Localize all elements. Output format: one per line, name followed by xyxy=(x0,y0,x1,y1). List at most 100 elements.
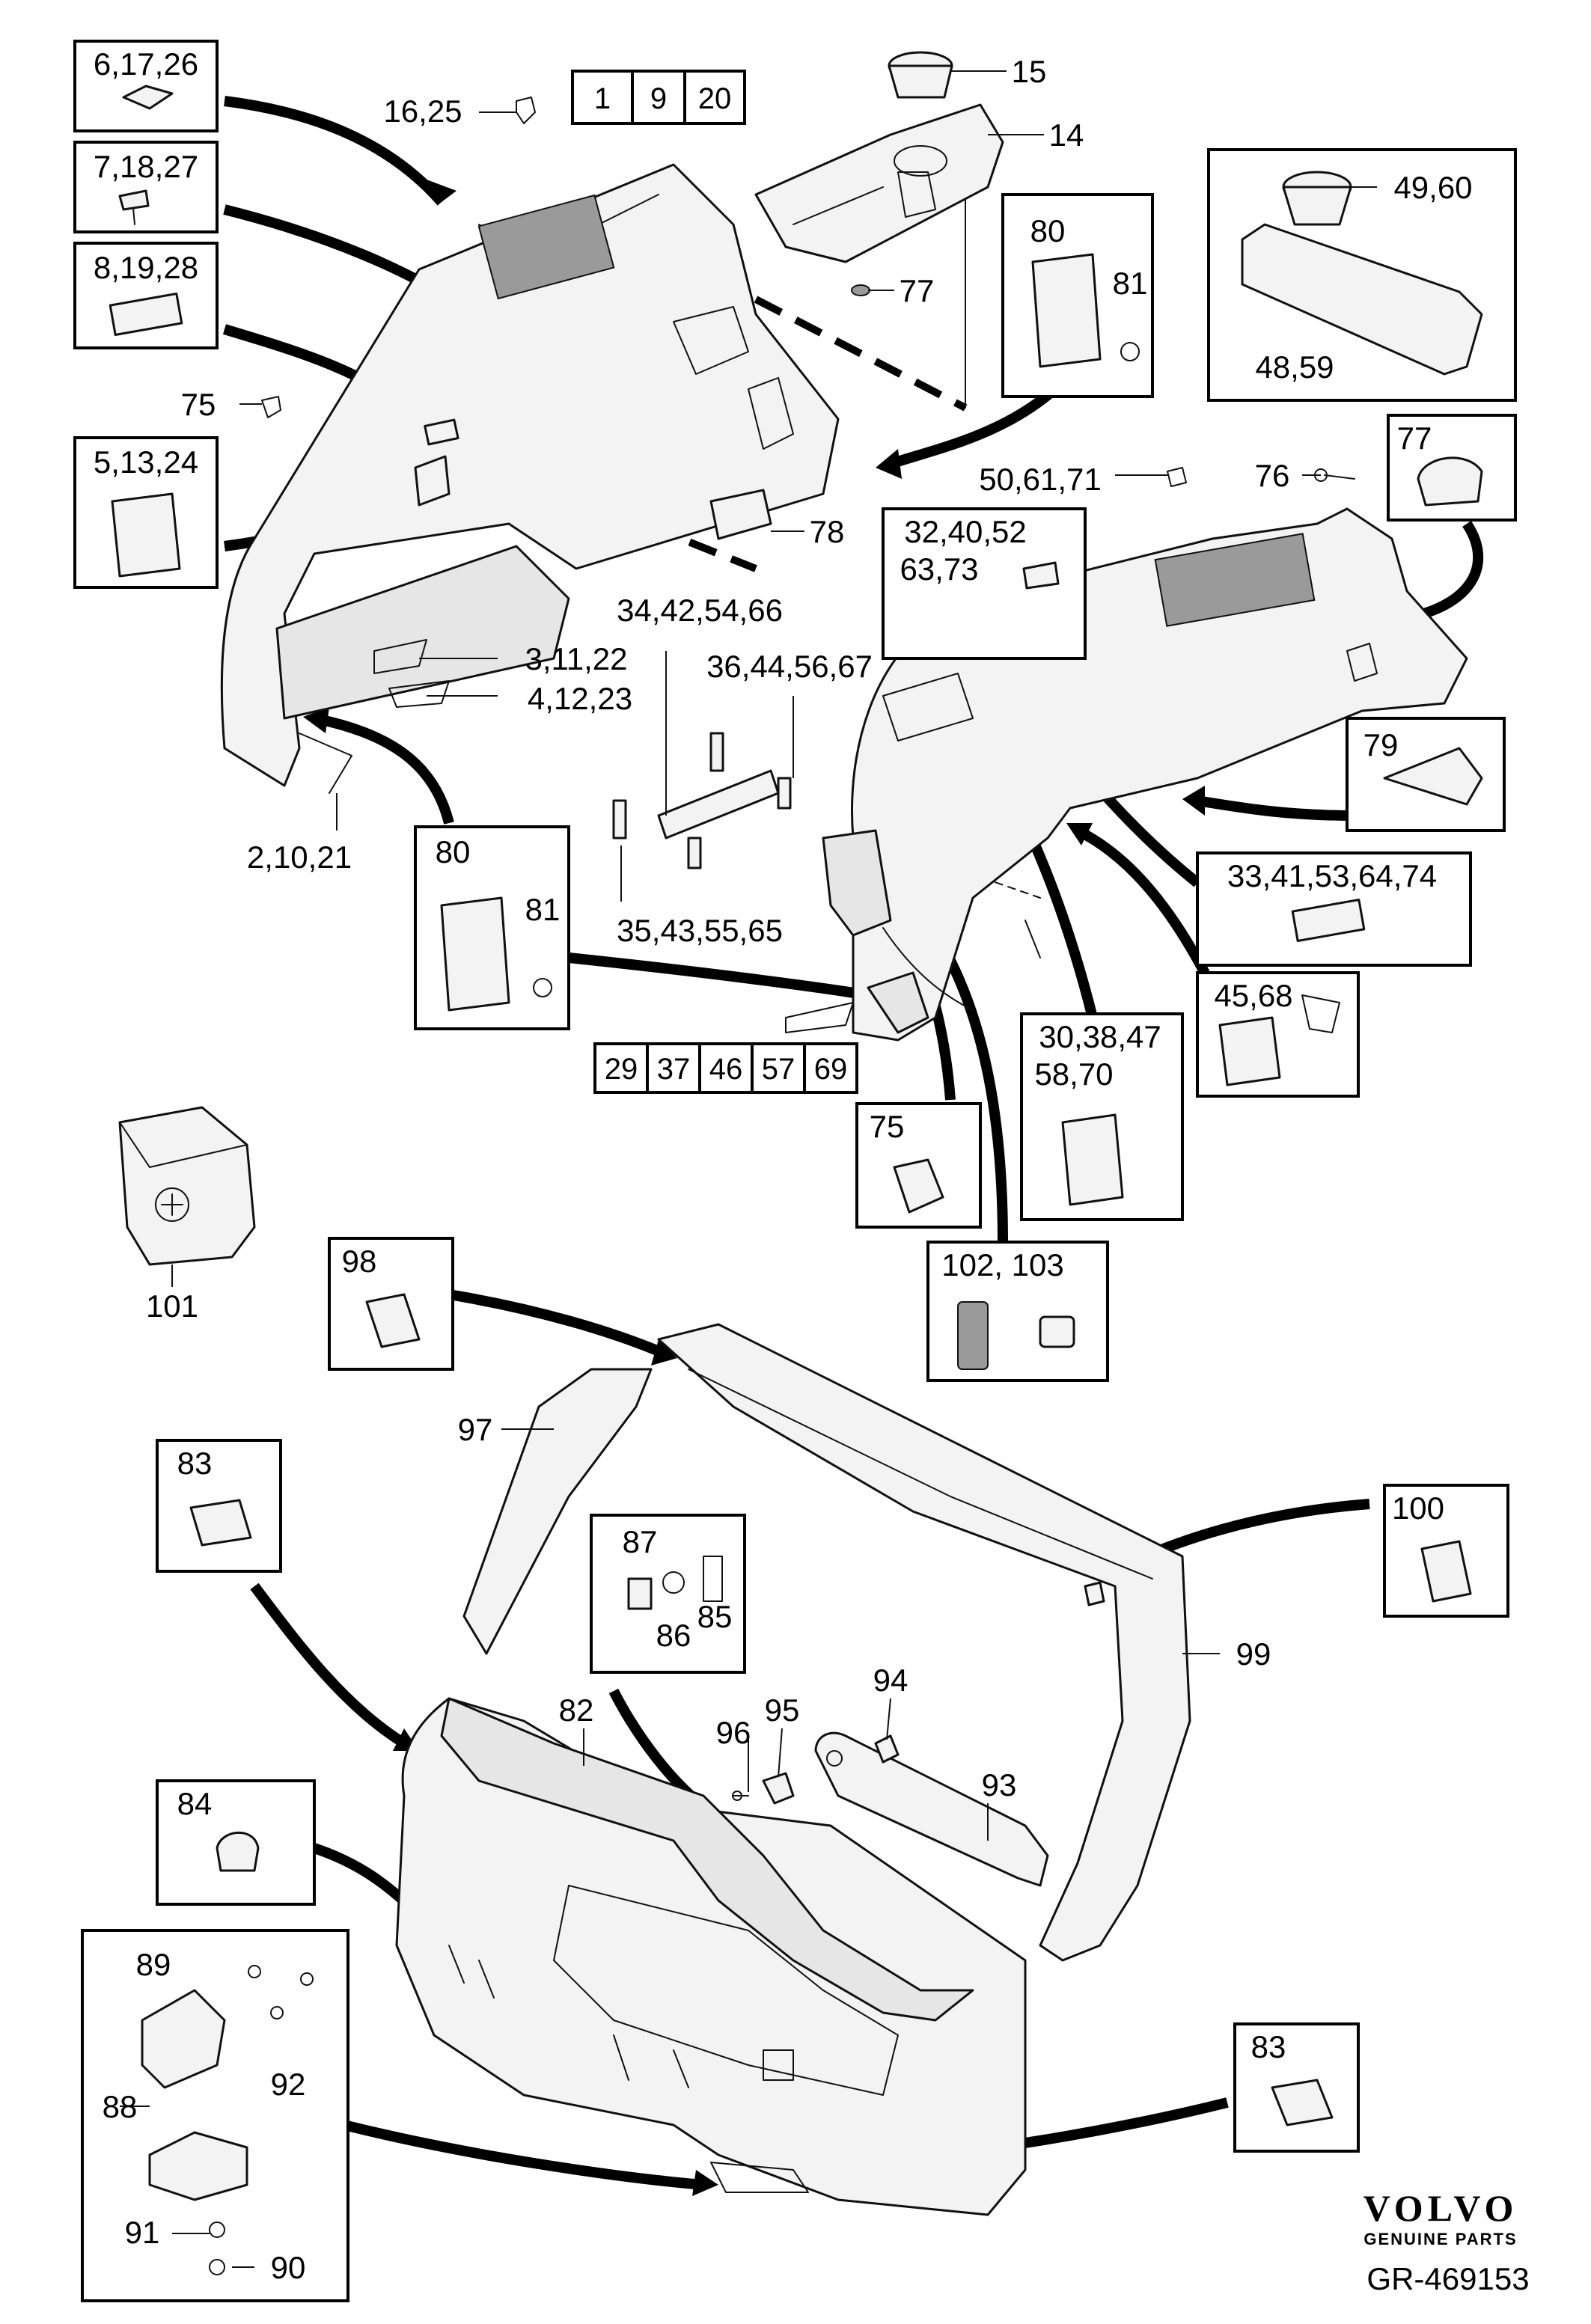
label-15: 15 xyxy=(1012,54,1047,89)
detail-box-85-86-87 xyxy=(590,1514,746,1674)
label-32-40-52: 32,40,52 xyxy=(904,514,1027,549)
detail-box-80-81-mid xyxy=(414,825,570,1030)
label-100: 100 xyxy=(1392,1490,1444,1526)
label-34-42-54-66: 34,42,54,66 xyxy=(617,593,783,628)
label-92: 92 xyxy=(271,2067,306,2102)
brand-wordmark: VOLVO xyxy=(1364,2187,1518,2229)
leader-lines xyxy=(120,70,1377,2268)
part-5-13-24-mounted xyxy=(414,455,451,507)
detail-box-83-left xyxy=(156,1439,282,1573)
label-84: 84 xyxy=(177,1786,213,1821)
drawing-code: GR-469153 xyxy=(1366,2261,1529,2296)
clip-50-61-71 xyxy=(1167,467,1187,487)
label-81: 81 xyxy=(1113,266,1148,301)
vent-80-mounted xyxy=(867,971,929,1034)
label-85: 85 xyxy=(697,1599,733,1634)
label-14: 14 xyxy=(1049,117,1084,153)
label-5-13-24: 5,13,24 xyxy=(94,444,198,480)
detail-box-84 xyxy=(156,1779,316,1906)
cup-insert-15 xyxy=(888,51,953,99)
detail-box-77 xyxy=(1387,414,1517,522)
top-table-cell: 9 xyxy=(650,82,667,115)
tailgate-main-panel-82 xyxy=(395,1697,1027,2216)
speaker-grille-right xyxy=(1154,533,1316,627)
label-30-38-47: 30,38,47 xyxy=(1039,1019,1161,1054)
bottom-table-cell: 37 xyxy=(657,1053,691,1086)
label-89: 89 xyxy=(136,1947,171,1982)
label-79: 79 xyxy=(1364,727,1399,762)
label-80-mid: 80 xyxy=(436,834,471,869)
label-63-73: 63,73 xyxy=(900,551,978,587)
label-4-12-23: 4,12,23 xyxy=(528,681,632,716)
label-101: 101 xyxy=(146,1288,198,1324)
branding: VOLVO GENUINE PARTS GR-469153 xyxy=(1364,2187,1530,2296)
top-table-cell: 20 xyxy=(698,82,732,115)
label-96: 96 xyxy=(716,1715,751,1750)
label-49-60: 49,60 xyxy=(1393,170,1472,205)
label-77: 77 xyxy=(900,273,935,308)
bar-34-42-54-66 xyxy=(612,732,792,869)
label-99: 99 xyxy=(1236,1636,1271,1672)
label-33-41-53-64-74: 33,41,53,64,74 xyxy=(1227,858,1437,893)
detail-box-102-103 xyxy=(926,1241,1109,1382)
ref-table-bottom: 29 37 46 57 69 xyxy=(593,1042,858,1094)
label-86: 86 xyxy=(656,1618,691,1653)
detail-box-33-41-53-64-74 xyxy=(1196,851,1472,967)
label-95: 95 xyxy=(765,1692,800,1728)
detail-box-80-81-top xyxy=(1001,193,1154,398)
label-87: 87 xyxy=(623,1524,658,1559)
tailgate-upper-trim-99 xyxy=(657,1323,1191,1962)
detail-box-88-92 xyxy=(81,1929,349,2302)
cutout xyxy=(673,306,749,375)
clip-75-top xyxy=(261,396,281,418)
detail-box-5-13-24 xyxy=(73,436,219,589)
detail-box-79 xyxy=(1346,717,1506,832)
label-76: 76 xyxy=(1255,458,1290,493)
detail-box-30-38-47-58-70 xyxy=(1020,1012,1184,1221)
detail-box-83-right xyxy=(1233,2022,1360,2153)
detail-box-98 xyxy=(328,1237,454,1371)
label-7-18-27: 7,18,27 xyxy=(94,149,198,184)
part-labels: 6,17,26 7,18,27 8,19,28 5,13,24 16,25 75… xyxy=(94,46,1473,2285)
ref-table-top: 1 9 20 xyxy=(571,70,746,125)
label-75-mid: 75 xyxy=(870,1109,905,1144)
cup-holder-cover-14 xyxy=(754,103,1004,263)
clip-78 xyxy=(709,489,772,540)
pillar-trim-97 xyxy=(462,1368,653,1655)
clip-77-top xyxy=(851,284,870,296)
label-35-43-55-65: 35,43,55,65 xyxy=(617,913,783,948)
clip-94 xyxy=(874,1734,900,1764)
detail-box-7-18-27 xyxy=(73,141,219,233)
clip-95 xyxy=(762,1772,795,1805)
detail-box-8-19-28 xyxy=(73,242,219,349)
label-93: 93 xyxy=(982,1767,1017,1802)
label-91: 91 xyxy=(125,2215,160,2250)
brand-tagline: GENUINE PARTS xyxy=(1364,2230,1517,2248)
label-6-17-26: 6,17,26 xyxy=(94,46,198,82)
label-3-11-22: 3,11,22 xyxy=(525,641,627,676)
label-97: 97 xyxy=(458,1412,493,1447)
bottom-table-cell: 57 xyxy=(762,1053,796,1086)
part-8-19-28-mounted xyxy=(424,418,459,446)
clip-16-25 xyxy=(516,97,536,124)
label-45-68: 45,68 xyxy=(1214,978,1292,1013)
label-83-right: 83 xyxy=(1251,2029,1286,2064)
label-94: 94 xyxy=(873,1663,909,1698)
speaker-grille xyxy=(477,194,615,300)
label-88: 88 xyxy=(103,2089,138,2124)
label-90: 90 xyxy=(271,2250,306,2285)
detail-box-32-40-52-63-73 xyxy=(882,507,1087,660)
clip-100-mounted xyxy=(1084,1581,1105,1606)
left-side-trim-panel xyxy=(220,163,840,794)
detail-box-100 xyxy=(1383,1484,1509,1618)
detail-box-75-mid xyxy=(855,1102,982,1229)
label-81-mid: 81 xyxy=(525,892,561,927)
bottom-table-cell: 29 xyxy=(605,1053,638,1086)
label-82: 82 xyxy=(559,1692,594,1728)
cover-93 xyxy=(814,1731,1049,1887)
label-36-44-56-67: 36,44,56,67 xyxy=(706,649,873,684)
top-table-cell: 1 xyxy=(594,82,611,115)
bottom-table-cell: 69 xyxy=(814,1053,848,1086)
handle-recess xyxy=(710,2162,809,2193)
